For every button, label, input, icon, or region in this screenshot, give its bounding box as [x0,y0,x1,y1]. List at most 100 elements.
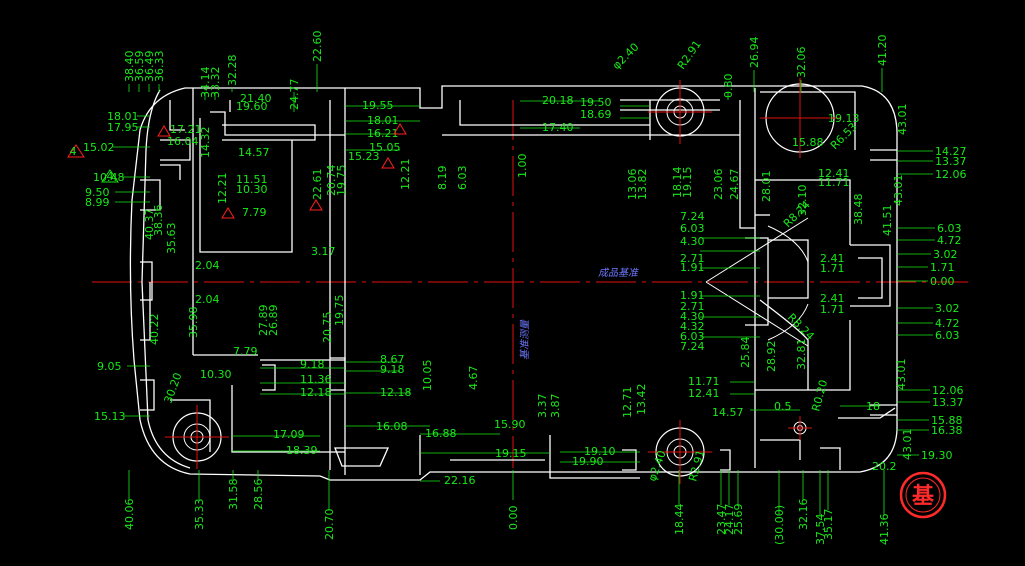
dimension-inner: R2.91 [675,38,704,72]
dimension-inner: 18.39 [286,444,318,457]
dimension-inner: R0.20 [809,378,830,412]
dimension-inner: 12.18 [380,386,412,399]
dimension-inner: 4.30 [680,310,705,323]
dimension-inner: 17.40 [542,121,574,134]
dimension-inner: 7.24 [680,210,705,223]
dimension-inner: 17.09 [273,428,305,441]
dimension-inner: 19.75 [335,165,348,197]
dimension-inner: 15.90 [494,418,526,431]
dimension-inner: 20.74 [325,165,338,197]
dimension-inner: 40.22 [148,314,161,346]
dimension-inner: 32.10 [796,185,809,217]
dimension-bottom: 37.54 [814,514,827,546]
dimension-inner: 35.63 [165,223,178,255]
dimension-inner: 2.04 [195,259,220,272]
dimension-right: 1.71 [930,261,955,274]
dimension-leaders [113,64,935,515]
dimension-bottom: (30.00) [773,505,786,545]
dimension-inner: 20.75 [321,312,334,344]
dimension-top: 0.80 [722,74,735,99]
dimension-right: 4.72 [935,317,960,330]
dimension-left: 15.13 [94,410,126,423]
datum-marker-left-2: 4 [101,169,119,183]
dimension-right: 13.37 [935,155,967,168]
dimension-inner: 2.04 [195,293,220,306]
dimension-inner: 7.79 [242,206,267,219]
dimension-inner: 23.06 [712,169,725,201]
dimension-inner: 12.21 [399,159,412,191]
dimension-top: 34.14 [199,67,212,99]
dimension-inner: 28.01 [760,171,773,203]
dimension-inner: 13.42 [635,384,648,416]
dimension-right: 3.02 [935,302,960,315]
dimension-inner: 41.51 [881,205,894,237]
dimension-inner: 19.50 [580,96,612,109]
dimension-inner: 1.71 [820,262,845,275]
dimension-inner: 4.32 [680,320,705,333]
curve-features [705,217,809,347]
dimension-right: 6.03 [935,329,960,342]
dimension-right: 13.37 [932,396,964,409]
dimension-left: 17.95 [107,121,139,134]
dimension-inner: 2.41 [820,292,845,305]
dimension-inner: 6.03 [680,330,705,343]
dimension-top: 41.20 [876,35,889,67]
dimension-inner: 1.00 [516,154,529,179]
dimension-inner: 19.60 [236,100,268,113]
dimension-inner: 27.89 [257,305,270,337]
dimension-top: 36.49 [143,51,156,83]
dimension-inner: 12.71 [621,387,634,419]
dimension-inner: R8.24 [785,311,817,343]
dimension-inner: 11.71 [688,375,720,388]
dimension-inner: 18 [866,400,880,413]
dimension-inner: 14.57 [238,146,270,159]
dimension-inner: 15.88 [792,136,824,149]
dimension-inner: 3.17 [311,245,336,258]
dimension-inner: 11.51 [236,173,268,186]
dimension-inner: 38.48 [852,194,865,226]
dimension-bottom: 32.16 [797,499,810,531]
dimension-inner: 1.91 [680,289,705,302]
dimension-inner: 22.16 [444,474,476,487]
dimension-inner: 3.37 [536,394,549,419]
dimension-inner: 43.01 [901,429,914,461]
dimension-inner: 8.19 [436,166,449,191]
dimension-inner: 35.98 [187,307,200,339]
dimension-top: 32.06 [795,47,808,79]
dimension-right: 15.88 [931,414,963,427]
dimension-right: 12.06 [932,384,964,397]
dimension-inner: 2.71 [680,252,705,265]
dimension-inner: 19.13 [828,112,860,125]
dimension-bottom: 31.58 [227,479,240,511]
part-outline [129,85,898,481]
dimension-bottom: 41.36 [878,514,891,546]
dimension-inner: 13.82 [636,169,649,201]
dimension-inner: 16.08 [376,420,408,433]
dimension-inner: 43.01 [892,175,905,207]
dimension-inner: 19.75 [333,295,346,327]
dimension-right: 4.72 [937,234,962,247]
dimension-inner: 15.23 [348,150,380,163]
dimension-inner: 16.88 [425,427,457,440]
dimension-inner: 25.84 [739,337,752,369]
dimension-inner: 43.01 [895,359,908,391]
dimension-inner: 19.55 [362,99,394,112]
dimension-inner: 2.41 [820,252,845,265]
dimension-inner: 1.91 [680,261,705,274]
dimension-bottom: 35.33 [193,499,206,531]
dimension-inner: 22.61 [311,169,324,201]
dimension-inner: 15.05 [369,141,401,154]
dimension-inner: 18.69 [580,108,612,121]
dimension-inner: 26.89 [267,305,280,337]
dimension-inner: 24.67 [728,169,741,201]
dimension-inner: 0.5 [774,400,792,413]
dimension-inner: 19.15 [495,447,527,460]
datum-marker-triangles [157,123,407,219]
dimension-inner: 18.01 [367,114,399,127]
boss-center-marks [165,78,840,484]
dimension-left: 15.02 [83,141,115,154]
dimension-inner: 21.40 [240,92,272,105]
dimension-left: 9.50 [85,186,110,199]
dimension-right: 19.30 [921,449,953,462]
